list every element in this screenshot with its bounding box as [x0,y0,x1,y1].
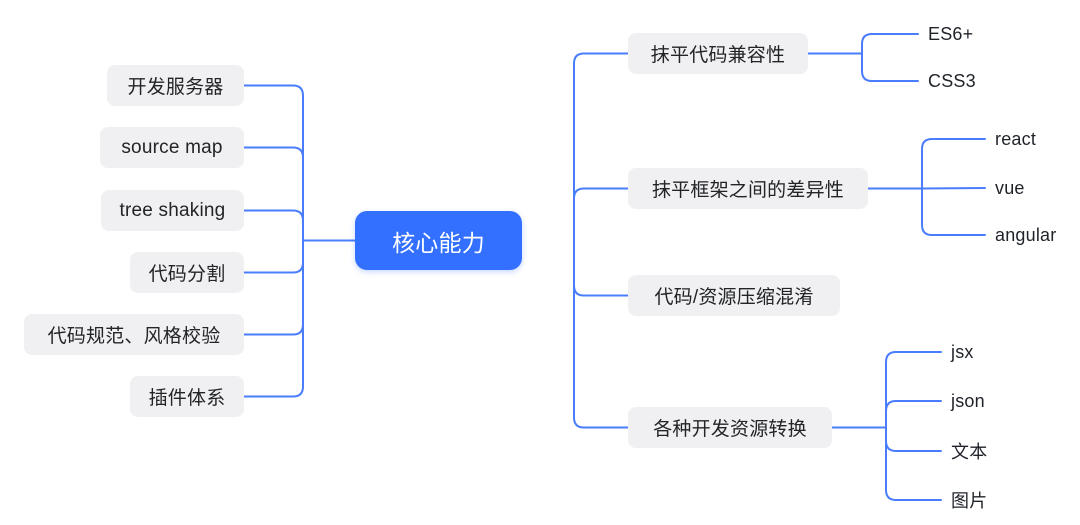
left-branch-node-5[interactable]: 插件体系 [130,376,244,417]
right-leaf-node-0-0[interactable]: ES6+ [928,23,974,44]
connector-line [573,187,629,242]
connector-line [243,84,304,242]
right-leaf-node-1-2[interactable]: angular [995,224,1057,245]
right-leaf-node-3-2[interactable]: 文本 [951,442,988,462]
connector-line [861,33,919,55]
left-branch-node-0[interactable]: 开发服务器 [107,65,244,106]
connector-line [885,426,942,452]
connector-line [921,138,986,190]
right-leaf-node-0-1[interactable]: CSS3 [928,70,976,91]
right-leaf-node-3-0[interactable]: jsx [951,341,974,362]
connector-line [921,187,986,190]
connector-line [243,239,304,398]
connector-line [243,146,304,242]
left-branch-node-1[interactable]: source map [100,127,244,168]
connector-line [243,239,304,274]
left-branch-node-3[interactable]: 代码分割 [130,252,244,293]
right-leaf-node-1-1[interactable]: vue [995,177,1025,198]
connector-line [861,52,919,82]
connector-line [573,239,629,297]
connector-line [243,239,304,336]
right-branch-node-1[interactable]: 抹平框架之间的差异性 [628,168,868,209]
right-leaf-node-3-1[interactable]: json [951,390,985,411]
right-branch-node-3[interactable]: 各种开发资源转换 [628,407,832,448]
right-leaf-node-3-3[interactable]: 图片 [951,491,988,511]
connector-line [921,187,986,236]
connector-line [573,52,629,242]
mindmap-root-node[interactable]: 核心能力 [355,211,522,270]
left-branch-node-4[interactable]: 代码规范、风格校验 [24,314,244,355]
right-leaf-node-1-0[interactable]: react [995,128,1037,149]
connector-line [573,239,629,429]
connector-line [885,351,942,429]
connector-line [885,426,942,501]
right-branch-node-0[interactable]: 抹平代码兼容性 [628,33,808,74]
left-branch-node-2[interactable]: tree shaking [101,190,244,231]
connector-line [885,400,942,429]
connector-line [243,209,304,242]
right-branch-node-2[interactable]: 代码/资源压缩混淆 [628,275,840,316]
